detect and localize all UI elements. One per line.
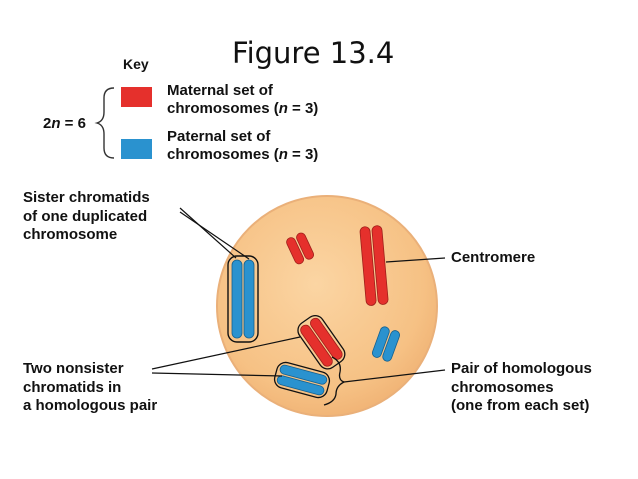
ploidy-prefix: 2	[43, 115, 52, 132]
key-label: Key	[123, 56, 149, 72]
paternal-line2-var: n	[278, 146, 288, 163]
sister-label-line3: chromosome	[23, 226, 118, 243]
nonsister-label-line2: chromatids in	[23, 378, 122, 396]
maternal-line2-pre: chromosomes (	[167, 100, 279, 117]
key-brace	[94, 87, 115, 159]
maternal-medium-chromosome	[297, 314, 346, 370]
homologous-pair-label: Pair of homologous chromosomes (one from…	[451, 360, 592, 416]
homologous-label-line1: Pair of homologous	[451, 360, 592, 377]
sister-leader-1	[179, 207, 237, 259]
maternal-line2-post: = 3)	[287, 100, 319, 117]
paternal-line2-post: = 3)	[287, 146, 319, 163]
sister-leader-2	[179, 211, 250, 260]
maternal-legend: Maternal set of chromosomes (n = 3)	[167, 82, 318, 118]
nonsister-label-line3: a homologous pair	[23, 397, 158, 414]
paternal-swatch	[121, 139, 152, 159]
figure-title: Figure 13.4	[232, 36, 395, 70]
maternal-swatch	[121, 87, 152, 107]
nonsister-label-line1: Two nonsister	[23, 360, 124, 377]
ploidy-var: n	[51, 115, 61, 132]
sister-outline	[227, 255, 259, 343]
paternal-line1: Paternal set of	[167, 128, 271, 145]
homologous-label-line3: (one from each set)	[451, 397, 590, 414]
paternal-small-chromosome	[371, 326, 401, 362]
nonsister-chromatids-label: Two nonsister chromatids in a homologous…	[23, 360, 157, 416]
paternal-legend: Paternal set of chromosomes (n = 3)	[167, 128, 318, 164]
centromere-leader	[385, 257, 446, 263]
ploidy-suffix: = 6	[60, 115, 86, 132]
paternal-medium-chromosome	[273, 361, 331, 399]
homologous-leader	[343, 369, 446, 383]
sister-label-line2: of one duplicated	[23, 207, 148, 225]
maternal-line2-var: n	[278, 100, 288, 117]
maternal-line2: chromosomes (n = 3)	[167, 100, 318, 118]
homologous-label-line2: chromosomes	[451, 378, 554, 396]
nonsister-leader-1	[151, 336, 301, 370]
sister-label-line1: Sister chromatids	[23, 189, 150, 206]
paternal-long-chromosome	[231, 259, 255, 339]
maternal-small-chromosome	[286, 232, 314, 265]
centromere-label: Centromere	[451, 249, 536, 266]
paternal-line2-pre: chromosomes (	[167, 146, 279, 163]
paternal-line2: chromosomes (n = 3)	[167, 146, 318, 164]
maternal-long-chromosome	[359, 225, 389, 306]
ploidy-label: 2n = 6	[43, 115, 86, 132]
nonsister-leader-2	[151, 372, 283, 377]
maternal-line1: Maternal set of	[167, 82, 273, 99]
sister-chromatids-label: Sister chromatids of one duplicated chro…	[23, 189, 150, 245]
